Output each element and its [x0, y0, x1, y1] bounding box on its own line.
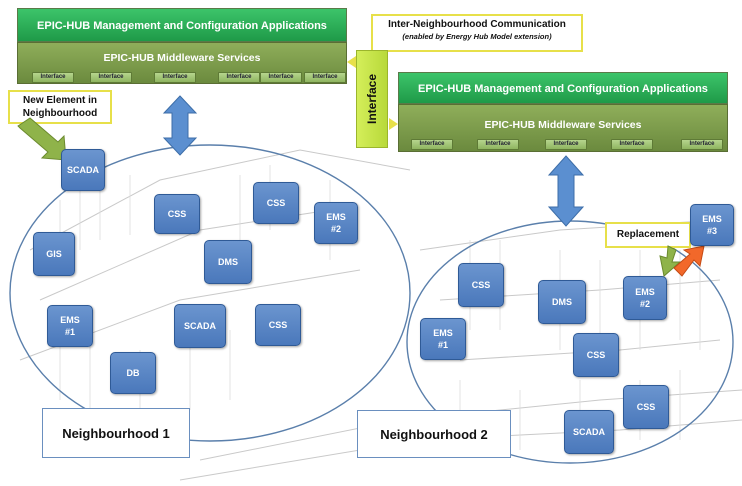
n2-node-label: CSS [636, 402, 656, 412]
n1-node-label: CSS [266, 198, 286, 208]
neighbourhood-1-label: Neighbourhood 1 [42, 408, 190, 458]
hub1-management-bar: EPIC-HUB Management and Configuration Ap… [17, 8, 347, 42]
neighbourhood-2-label-text: Neighbourhood 2 [380, 426, 488, 442]
hub1-interface-6[interactable]: Interface [304, 72, 346, 83]
n2-node-ems-2[interactable]: EMS #2 [623, 276, 667, 320]
inter-neighbourhood-callout: Inter-Neighbourhood Communication (enabl… [371, 14, 583, 52]
inter-neighbourhood-subtitle: (enabled by Energy Hub Model extension) [402, 32, 552, 41]
n2-node-css-3[interactable]: CSS [623, 385, 669, 429]
n2-node-scada[interactable]: SCADA [564, 410, 614, 454]
hub1-interface-5[interactable]: Interface [260, 72, 302, 83]
n1-node-label: GIS [46, 249, 62, 259]
hub2-management-title: EPIC-HUB Management and Configuration Ap… [418, 83, 708, 95]
n1-node-label: DB [126, 368, 140, 378]
inter-neighbourhood-interface-bar[interactable]: Interface [356, 50, 388, 148]
n2-node-dms[interactable]: DMS [538, 280, 586, 324]
n2-node-sublabel: #2 [639, 299, 650, 309]
n2-node-label: EMS [433, 328, 453, 338]
n2-node-css-1[interactable]: CSS [458, 263, 504, 307]
n1-node-label: DMS [218, 257, 238, 267]
n1-node-db[interactable]: DB [110, 352, 156, 394]
n1-node-css-1[interactable]: CSS [154, 194, 200, 234]
n2-node-label: DMS [552, 297, 572, 307]
hub2-interface-2[interactable]: Interface [477, 139, 519, 150]
hub1-management-title: EPIC-HUB Management and Configuration Ap… [37, 20, 327, 32]
n2-node-ems-1[interactable]: EMS #1 [420, 318, 466, 360]
hub2-middleware-title: EPIC-HUB Middleware Services [484, 119, 642, 131]
hub2-interface-5[interactable]: Interface [681, 139, 723, 150]
hub1-interface-2[interactable]: Interface [90, 72, 132, 83]
n2-node-ems-3-replacement[interactable]: EMS #3 [690, 204, 734, 246]
hub2-interface-1[interactable]: Interface [411, 139, 453, 150]
hub2-management-bar: EPIC-HUB Management and Configuration Ap… [398, 72, 728, 104]
hub2-interface-3[interactable]: Interface [545, 139, 587, 150]
n1-node-css-3[interactable]: CSS [255, 304, 301, 346]
n2-node-sublabel: #1 [437, 340, 448, 350]
n1-node-label: EMS [60, 315, 80, 325]
new-element-label-line1: New Element in [23, 95, 97, 106]
n1-node-label: CSS [268, 320, 288, 330]
hub2-interface-4[interactable]: Interface [611, 139, 653, 150]
hub1-interface-1[interactable]: Interface [32, 72, 74, 83]
replacement-label: Replacement [616, 229, 680, 240]
n1-node-label: EMS [326, 212, 346, 222]
n2-node-label: EMS [702, 214, 722, 224]
new-element-label-line2: Neighbourhood [22, 108, 98, 119]
n1-node-ems-1[interactable]: EMS #1 [47, 305, 93, 347]
n1-node-dms[interactable]: DMS [204, 240, 252, 284]
n1-node-css-2[interactable]: CSS [253, 182, 299, 224]
n2-node-css-2[interactable]: CSS [573, 333, 619, 377]
hub1-interface-4[interactable]: Interface [218, 72, 260, 83]
n1-node-label: CSS [167, 209, 187, 219]
n2-node-label: CSS [586, 350, 606, 360]
neighbourhood-2-label: Neighbourhood 2 [357, 410, 511, 458]
neighbourhood-1-label-text: Neighbourhood 1 [62, 425, 170, 441]
n2-node-label: CSS [471, 280, 491, 290]
n1-node-ems-2[interactable]: EMS #2 [314, 202, 358, 244]
n1-node-scada[interactable]: SCADA [61, 149, 105, 191]
hub1-interface-3[interactable]: Interface [154, 72, 196, 83]
n1-node-scada-2[interactable]: SCADA [174, 304, 226, 348]
n1-node-label: SCADA [183, 321, 216, 331]
inter-neighbourhood-title: Inter-Neighbourhood Communication [388, 19, 566, 30]
hub1-middleware-bar: EPIC-HUB Middleware Services Interface I… [17, 42, 347, 84]
n2-node-sublabel: #3 [706, 226, 717, 236]
n1-node-label: SCADA [66, 165, 99, 175]
n1-node-sublabel: #1 [64, 327, 75, 337]
hub2-middleware-bar: EPIC-HUB Middleware Services Interface I… [398, 104, 728, 152]
n1-node-sublabel: #2 [330, 224, 341, 234]
new-element-callout: New Element in Neighbourhood [8, 90, 112, 124]
n2-node-label: SCADA [572, 427, 605, 437]
hub1-middleware-title: EPIC-HUB Middleware Services [103, 52, 261, 64]
n2-node-label: EMS [635, 287, 655, 297]
n1-node-gis[interactable]: GIS [33, 232, 75, 276]
